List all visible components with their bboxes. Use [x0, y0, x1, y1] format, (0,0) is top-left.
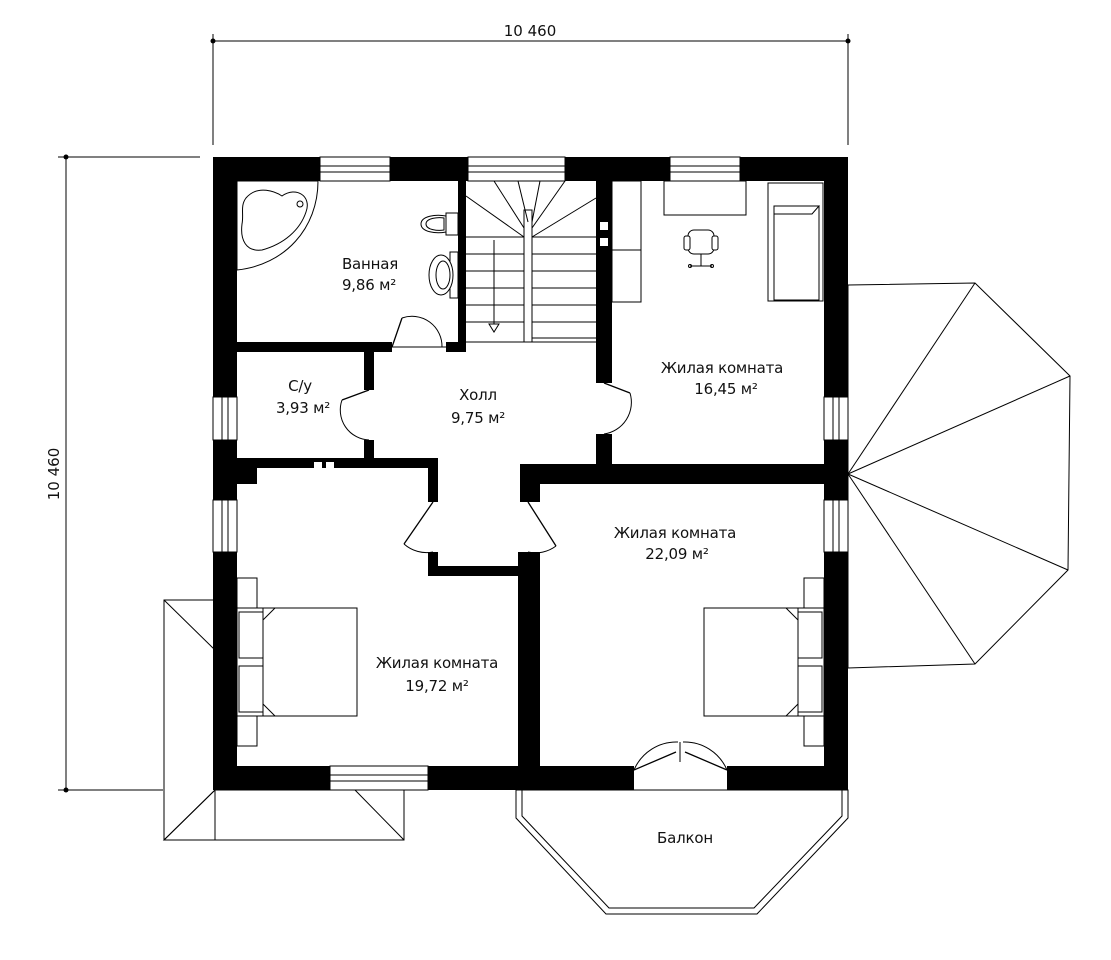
bed-double-sw — [236, 577, 358, 747]
room-area: 22,09 м² — [645, 545, 709, 563]
room-label-living-ne: Жилая комната 16,45 м² — [661, 359, 784, 398]
dimension-vertical: 10 460 — [45, 154, 200, 793]
room-area: 16,45 м² — [694, 380, 758, 398]
window-sw-left — [212, 499, 238, 553]
chair-icon — [683, 229, 719, 268]
room-name: Жилая комната — [614, 524, 736, 542]
window-ne-right — [823, 396, 849, 441]
room-area: 9,86 м² — [342, 276, 396, 294]
dimension-vertical-label: 10 460 — [45, 448, 63, 501]
window-se-right — [823, 499, 849, 553]
room-label-living-sw: Жилая комната 19,72 м² — [376, 654, 499, 695]
room-name: Жилая комната — [661, 359, 783, 377]
room-label-balcony: Балкон — [657, 829, 713, 847]
window-sw-bottom — [329, 765, 429, 791]
window-stair-top — [467, 156, 566, 182]
room-label-wc: С/у 3,93 м² — [276, 377, 330, 417]
door-bathroom — [391, 315, 446, 348]
bed-double-se — [703, 577, 825, 747]
door-living-se — [527, 501, 557, 554]
bed-single-ne — [767, 182, 824, 302]
room-name: С/у — [288, 377, 312, 395]
desk — [663, 180, 747, 216]
door-living-sw — [403, 501, 434, 554]
room-area: 19,72 м² — [405, 677, 469, 695]
room-label-bathroom: Ванная 9,86 м² — [342, 255, 398, 294]
window-room-top — [669, 156, 741, 182]
door-balcony — [633, 741, 728, 771]
ventilation-shafts — [266, 222, 608, 480]
room-name: Балкон — [657, 829, 713, 847]
sink-bath — [428, 251, 459, 299]
door-living-ne — [603, 382, 632, 435]
wardrobe-ne — [611, 180, 642, 303]
room-area: 9,75 м² — [451, 409, 505, 427]
room-name: Жилая комната — [376, 654, 498, 672]
bathtub — [236, 180, 319, 271]
doors — [339, 315, 728, 771]
walls — [213, 157, 848, 790]
room-label-hall: Холл 9,75 м² — [451, 386, 505, 427]
window-bath-top — [319, 156, 391, 182]
room-area: 3,93 м² — [276, 399, 330, 417]
door-wc — [339, 389, 370, 441]
room-name: Холл — [459, 386, 497, 404]
balcony — [515, 789, 849, 915]
room-label-living-se: Жилая комната 22,09 м² — [614, 524, 737, 563]
room-name: Ванная — [342, 255, 398, 273]
right-canopy — [847, 282, 1071, 669]
staircase — [465, 180, 597, 343]
dimension-horizontal-label: 10 460 — [504, 22, 557, 40]
toilet-bath — [420, 212, 459, 236]
window-wc-left — [212, 396, 238, 441]
dimension-horizontal: 10 460 — [210, 22, 851, 145]
